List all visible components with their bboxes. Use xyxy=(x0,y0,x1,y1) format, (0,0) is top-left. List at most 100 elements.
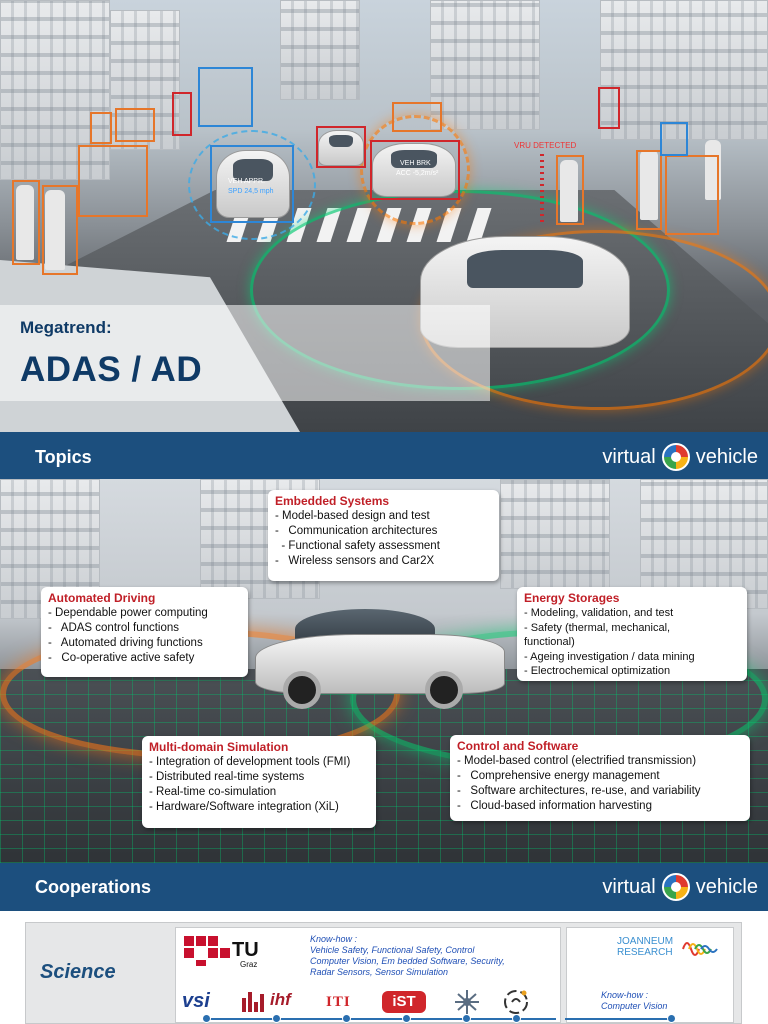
cooperations-title: Cooperations xyxy=(35,877,152,897)
veh-appr-speed: SPD 24,5 mph xyxy=(228,188,274,195)
approaching-vehicle-box xyxy=(210,145,294,223)
card-embedded-systems: Embedded Systems - Model-based design an… xyxy=(268,490,499,581)
bounding-box xyxy=(115,108,155,142)
bounding-box xyxy=(198,67,253,127)
brand-left: virtual xyxy=(602,875,656,898)
traffic-light-box xyxy=(172,92,192,136)
joanneum-wave-icon xyxy=(679,934,719,964)
virtual-vehicle-logo-icon xyxy=(661,443,690,471)
card-automated-driving: Automated Driving - Dependable power com… xyxy=(41,587,248,677)
detection-ring xyxy=(360,115,470,225)
bounding-box xyxy=(392,102,442,132)
ihf-logo-text: ihf xyxy=(270,990,291,1009)
knowhow-title: Know-how : xyxy=(310,934,358,944)
joanneum-line1: JOANNEUM xyxy=(617,936,674,947)
bounding-box xyxy=(665,155,719,235)
test-vehicle xyxy=(255,609,505,709)
connector-node xyxy=(202,1014,211,1023)
knowhow-line: Radar Sensors, Sensor Simulation xyxy=(310,967,449,977)
card-line: - Dependable power computing xyxy=(48,607,208,619)
card-control-software: Control and Software - Model-based contr… xyxy=(450,735,750,821)
card-line: - Model-based design and test xyxy=(275,510,430,522)
veh-appr-label: VEH APPR. xyxy=(228,178,265,185)
brand-right: vehicle xyxy=(695,875,758,898)
pedestrian xyxy=(45,190,65,270)
joanneum-line2: RESEARCH xyxy=(617,947,673,958)
brand-logo: virtual vehicle xyxy=(602,871,758,903)
card-title: Multi-domain Simulation xyxy=(149,740,289,754)
card-line: - Ageing investigation / data mining xyxy=(524,650,695,663)
card-energy-storages: Energy Storages - Modeling, validation, … xyxy=(517,587,747,681)
ihf-logo-icon: ihf xyxy=(242,988,302,1012)
card-line: - Comprehensive energy management xyxy=(457,770,660,782)
bounding-box xyxy=(556,155,584,225)
hero-image: VEH APPR. SPD 24,5 mph VEH BRK ACC -5,2m… xyxy=(0,0,768,432)
science-partners: TU Graz Know-how : Vehicle Safety, Funct… xyxy=(175,927,561,1023)
detection-ring xyxy=(188,130,316,240)
ist-logo: iST xyxy=(382,991,426,1013)
cooperations-banner: Cooperations virtual vehicle xyxy=(0,863,768,911)
bounding-box xyxy=(78,145,148,217)
connector-node xyxy=(272,1014,281,1023)
card-multi-domain-simulation: Multi-domain Simulation - Integration of… xyxy=(142,736,376,828)
science-label: Science xyxy=(40,961,116,983)
connector-node xyxy=(667,1014,676,1023)
veh-brk-acc: ACC -5,2m/s² xyxy=(396,170,439,177)
joanneum-panel: JOANNEUM RESEARCH Know-how : Computer Vi… xyxy=(565,927,734,1023)
knowhow-line: Computer Vision, Em bedded Software, Sec… xyxy=(310,956,505,966)
vru-label: VRU DETECTED xyxy=(514,141,577,150)
bounding-box xyxy=(636,150,662,230)
building xyxy=(110,10,180,150)
tu-logo-subtext: Graz xyxy=(240,960,258,969)
card-line: - Wireless sensors and Car2X xyxy=(275,555,435,567)
card-line: - Functional safety assessment xyxy=(275,540,440,552)
distance-ruler xyxy=(540,152,544,222)
hero-title: ADAS / AD xyxy=(20,350,203,389)
card-line: - Safety (thermal, mechanical, xyxy=(524,621,671,634)
bounding-box xyxy=(90,112,112,144)
right-knowhow-text: Computer Vision xyxy=(601,1001,668,1011)
tu-logo-text: TU xyxy=(232,939,259,961)
brake-vehicle-box xyxy=(370,140,460,200)
network-logo-icon xyxy=(452,988,482,1016)
card-title: Embedded Systems xyxy=(275,494,390,508)
card-title: Automated Driving xyxy=(48,591,156,605)
bounding-box xyxy=(12,180,40,265)
bounding-box xyxy=(42,185,78,275)
hero-kicker: Megatrend: xyxy=(20,318,112,337)
card-line: - Software architectures, re-use, and va… xyxy=(457,785,701,797)
pedestrian xyxy=(16,185,34,260)
pedestrian xyxy=(560,160,578,222)
card-line: functional) xyxy=(524,636,575,648)
card-line: - Distributed real-time systems xyxy=(149,771,305,783)
card-line: - Modeling, validation, and test xyxy=(524,607,674,619)
card-line: - Hardware/Software integration (XiL) xyxy=(149,801,339,813)
vehicle xyxy=(372,143,456,197)
card-line: - ADAS control functions xyxy=(48,622,180,634)
iti-logo: ITI xyxy=(326,994,351,1010)
card-title: Control and Software xyxy=(457,739,579,753)
card-line: - Real-time co-simulation xyxy=(149,786,277,798)
connector-node xyxy=(342,1014,351,1023)
card-line: - Communication architectures xyxy=(275,525,438,537)
topics-banner: Topics virtual vehicle xyxy=(0,432,768,482)
vehicle xyxy=(318,130,364,166)
topics-title: Topics xyxy=(35,447,92,467)
science-panel: Science TU Graz Know-how : Vehicle Safet… xyxy=(25,922,742,1024)
building xyxy=(600,0,768,140)
card-line: - Co-operative active safety xyxy=(48,652,195,664)
card-line: - Automated driving functions xyxy=(48,637,203,649)
building xyxy=(500,479,610,589)
card-line: - Integration of development tools (FMI) xyxy=(149,756,351,768)
knowhow-line: Vehicle Safety, Functional Safety, Contr… xyxy=(310,945,475,955)
traffic-light-box xyxy=(598,87,620,129)
pedestrian xyxy=(640,150,658,220)
tu-graz-logo-icon xyxy=(184,936,240,966)
veh-brk-label: VEH BRK xyxy=(400,160,431,167)
sign-box xyxy=(660,122,688,156)
connector-line xyxy=(206,1018,556,1020)
vsi-logo: vsi xyxy=(182,990,210,1012)
vehicle xyxy=(216,150,290,218)
radar-logo-icon xyxy=(502,988,530,1016)
bounding-box xyxy=(316,126,366,168)
